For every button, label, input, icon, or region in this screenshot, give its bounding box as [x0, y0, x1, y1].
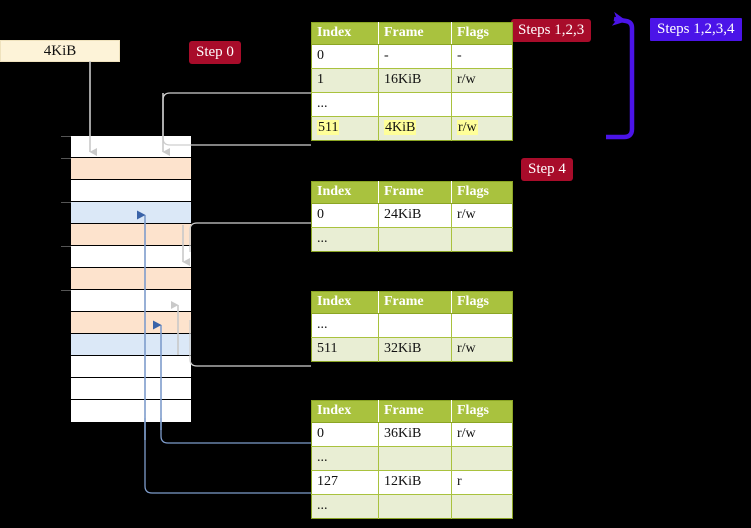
cell-frame: - — [378, 44, 452, 69]
cell-highlight: 4KiB — [384, 120, 417, 135]
memory-frame-row — [71, 312, 191, 334]
column-header-index: Index — [311, 400, 379, 423]
column-header-frame: Frame — [378, 291, 452, 314]
cell-frame: 24KiB — [378, 203, 452, 228]
connector-table3-row127-to-column — [144, 418, 311, 494]
column-header-frame: Frame — [378, 400, 452, 423]
cell-flags — [451, 313, 513, 338]
cell-frame — [378, 227, 452, 252]
cell-highlight: 511 — [317, 120, 340, 135]
table-row: ... — [311, 227, 513, 252]
cell-frame: 36KiB — [378, 422, 452, 447]
memory-frame-row — [61, 246, 191, 268]
table-row: 0-- — [311, 44, 513, 69]
cell-flags: r — [451, 470, 513, 495]
memory-frame-row — [61, 290, 191, 312]
cell-flags: - — [451, 44, 513, 69]
cell-frame: 12KiB — [378, 470, 452, 495]
cell-index: 127 — [311, 470, 379, 495]
badge-steps-1234: Steps 1,2,3,4 — [650, 18, 742, 41]
memory-frame-row — [71, 356, 191, 378]
cell-flags — [451, 227, 513, 252]
cell-flags: r/w — [451, 203, 513, 228]
frame-tick-mark — [61, 136, 71, 137]
memory-frame-row — [71, 180, 191, 202]
column-header-frame: Frame — [378, 181, 452, 204]
steps-1234-bracket-arrow — [606, 11, 635, 140]
memory-frame-row — [71, 378, 191, 400]
size-box-4kib: 4KiB — [0, 40, 120, 62]
cell-frame: 16KiB — [378, 68, 452, 93]
badge-step-4: Step 4 — [521, 158, 573, 181]
column-header-flags: Flags — [451, 400, 513, 423]
table-row: ... — [311, 494, 513, 519]
cell-index: ... — [311, 313, 379, 338]
cell-index: ... — [311, 446, 379, 471]
cell-index: 0 — [311, 44, 379, 69]
table-row: ... — [311, 92, 513, 117]
memory-frame-row — [61, 158, 191, 180]
column-header-flags: Flags — [451, 181, 513, 204]
connector-table2-511-to-column — [189, 320, 311, 367]
memory-frame-row — [71, 224, 191, 246]
cell-index: 0 — [311, 422, 379, 447]
cell-flags — [451, 494, 513, 519]
memory-frame-row — [71, 400, 191, 422]
cell-frame — [378, 313, 452, 338]
frame-tick-mark — [61, 158, 71, 159]
badge-step-0: Step 0 — [189, 41, 241, 64]
frame-tick-mark — [61, 290, 71, 291]
cell-frame — [378, 494, 452, 519]
cell-flags: r/w — [451, 422, 513, 447]
frame-tick-mark — [61, 202, 71, 203]
column-header-flags: Flags — [451, 22, 513, 45]
cell-flags: r/w — [451, 68, 513, 93]
memory-frame-row — [71, 334, 191, 356]
memory-frame-row — [71, 268, 191, 290]
cell-frame — [378, 446, 452, 471]
cell-flags — [451, 92, 513, 117]
memory-frame-row — [61, 136, 191, 158]
column-header-index: Index — [311, 181, 379, 204]
size-box-label: 4KiB — [43, 43, 77, 59]
cell-frame — [378, 92, 452, 117]
cell-index: 511 — [311, 116, 379, 141]
cell-index: 0 — [311, 203, 379, 228]
cell-highlight: r/w — [457, 120, 478, 135]
cell-frame: 4KiB — [378, 116, 452, 141]
cell-index: ... — [311, 227, 379, 252]
table-row: ... — [311, 446, 513, 471]
memory-frames-column — [61, 135, 191, 422]
column-header-frame: Frame — [378, 22, 452, 45]
cell-index: ... — [311, 494, 379, 519]
badge-steps-123: Steps 1,2,3 — [511, 19, 592, 42]
frame-tick-mark — [61, 246, 71, 247]
connector-table1-row0-to-column — [189, 222, 311, 252]
cell-index: 1 — [311, 68, 379, 93]
column-header-flags: Flags — [451, 291, 513, 314]
cell-flags: r/w — [451, 116, 513, 141]
cell-index: 511 — [311, 337, 379, 362]
cell-flags: r/w — [451, 337, 513, 362]
column-header-index: Index — [311, 22, 379, 45]
table-row: ... — [311, 313, 513, 338]
column-header-index: Index — [311, 291, 379, 314]
table-row: 511 4KiB r/w — [311, 116, 513, 141]
cell-flags — [451, 446, 513, 471]
cell-index: ... — [311, 92, 379, 117]
memory-frame-row — [61, 202, 191, 224]
cell-frame: 32KiB — [378, 337, 452, 362]
